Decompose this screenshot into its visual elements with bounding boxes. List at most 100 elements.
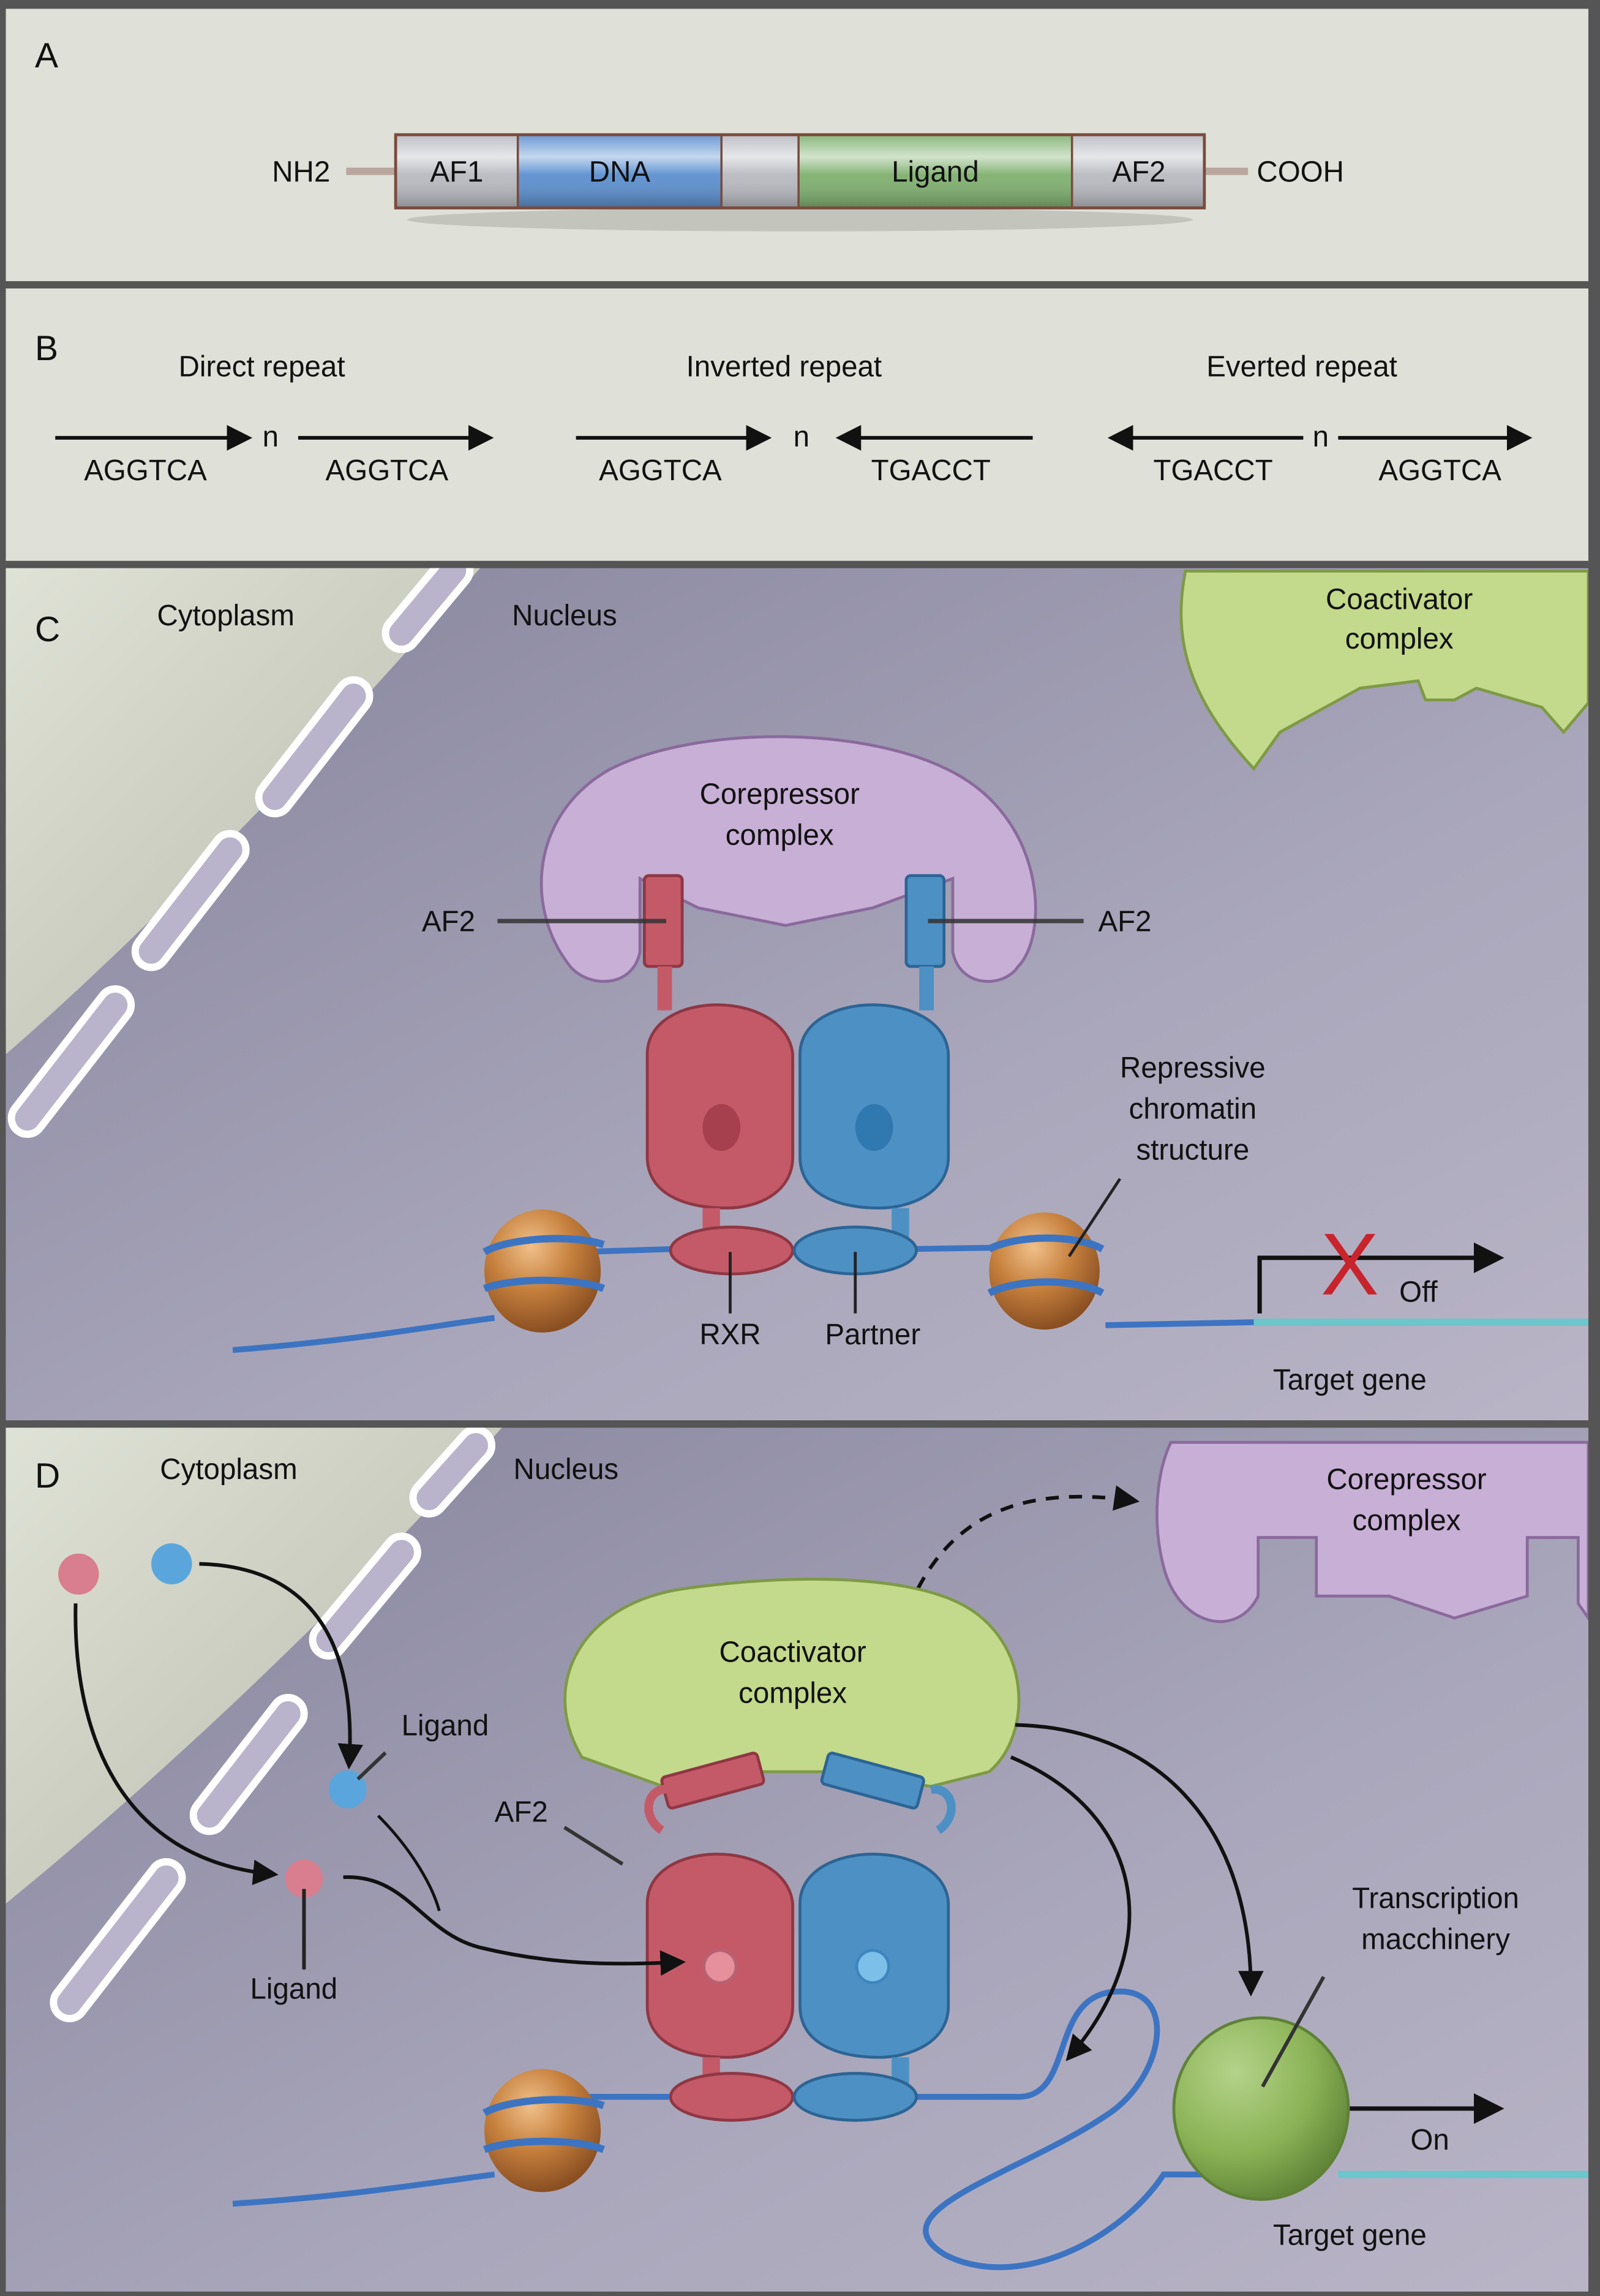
nucleus-label: Nucleus [512,600,617,632]
pink-ligand-import-arrow [73,1603,279,1886]
histone-right [987,1212,1105,1330]
everted-spacer-n: n [1313,421,1329,453]
partner-af2-helix-active [820,1752,925,1810]
transcription-label-line2: macchinery [1361,1923,1510,1955]
histone-left [483,1209,606,1333]
corepressor-label-line2: complex [726,819,834,851]
repressive-label-line1: Repressive [1120,1052,1266,1085]
domain-bar-shading [396,134,1204,208]
panel-d: D Cytoplasm Nucleus Corepressor complex … [6,1428,1588,2292]
panel-letter-d: D [35,1456,60,1496]
cooh-label: COOH [1256,156,1344,188]
blue-ligand-nucleus [328,1770,367,1809]
histone-d [483,2069,606,2192]
transcription-machinery [1172,2016,1350,2201]
direct-repeat-title: Direct repeat [179,350,345,383]
pink-ligand-nucleus [285,1859,323,1898]
partner-receptor [792,874,950,1276]
coactivator-label-line1: Coactivator [1326,583,1473,615]
af2-d-leader [563,1826,624,1866]
coactivator-d-label-line2: complex [738,1677,847,1710]
domain-bar-outline [394,133,1206,209]
ligand-upper-leader [356,1751,387,1781]
ligand-upper-label: Ligand [402,1709,489,1742]
corepressor-complex-released [1155,1440,1588,1624]
repressive-leader [1067,1178,1122,1257]
coactivator-d-label-line1: Coactivator [719,1636,866,1669]
direct-repeat: Direct repeat n AGGTCA AGGTCA [55,350,494,487]
cytoplasm-label-d: Cytoplasm [160,1453,297,1486]
corepressor-label-line1: Corepressor [700,778,860,810]
partner-label: Partner [825,1319,920,1351]
corepressor-release-arrow [916,1485,1140,1590]
partner-af2-linker-active [930,1785,956,1834]
coactivator-complex-unbound [1179,570,1588,772]
domain-label-ligand: Ligand [892,156,979,188]
dna-strand [232,1244,1254,1353]
blue-ligand-cytoplasm [151,1543,192,1585]
rxr-bound-ligand [702,1949,738,1984]
domain-label-dna: DNA [589,156,651,188]
dna-strand-looped [232,1988,1208,2270]
repressive-label-line3: structure [1136,1134,1249,1166]
domain-label-af2: AF2 [1112,156,1165,188]
coactivator-label-line2: complex [1345,623,1454,655]
direct-right-seq: AGGTCA [326,454,449,487]
inverted-repeat-title: Inverted repeat [686,350,882,383]
repressive-label-line2: chromatin [1129,1093,1257,1126]
corepressor-d-label-line2: complex [1353,1504,1461,1537]
af2-left-label: AF2 [422,906,475,938]
transcription-label-line1: Transcription [1352,1882,1519,1914]
nh2-label: NH2 [272,156,330,188]
panel-letter-b: B [35,329,58,368]
ligand-lower-label: Ligand [250,1973,338,2006]
panel-letter-a: A [35,36,59,75]
direct-spacer-n: n [263,421,279,453]
corepressor-d-label-line1: Corepressor [1326,1463,1486,1496]
ligand-binding-arrow [343,1875,686,1976]
rxr-label: RXR [699,1319,761,1351]
inverted-repeat: Inverted repeat n AGGTCA TGACCT [576,350,1033,487]
off-label: Off [1399,1276,1438,1308]
partner-bound-ligand [855,1949,890,1984]
af2-d-label: AF2 [495,1796,548,1828]
nucleus-label-d: Nucleus [514,1453,619,1486]
everted-repeat: Everted repeat n TGACCT AGGTCA [1107,350,1533,487]
receptor-shadow [407,208,1193,231]
pink-ligand-cytoplasm [58,1553,99,1595]
off-x-mark: X [1321,1216,1379,1314]
inverted-right-seq: TGACCT [871,454,991,487]
rxr-dbd-active [669,2072,794,2122]
rxr-ligand-pocket [702,1104,741,1151]
cytoplasm-label: Cytoplasm [157,600,295,632]
blue-ligand-import-arrow [199,1562,364,1770]
corepressor-complex-bound [539,735,1037,983]
panel-letter-c: C [35,610,60,649]
receptor-domain-bar: AF1 DNA Ligand AF2 [394,133,1206,209]
target-gene-label-c: Target gene [1273,1364,1427,1396]
partner-dbd-active [792,2072,918,2122]
on-label: On [1410,2124,1449,2156]
rxr-receptor [642,874,794,1276]
domain-label-af1: AF1 [430,156,483,188]
cytoplasm-region-d [6,1428,502,1904]
everted-repeat-title: Everted repeat [1206,350,1397,383]
rxr-receptor-active [644,1752,794,2122]
target-gene-label-d: Target gene [1273,2219,1427,2251]
nuclear-envelope-d [50,1428,495,2023]
rxr-af2-linker [657,966,672,1011]
panel-c: C Cytoplasm Nucleus Coactivator complex … [6,568,1588,1421]
panel-a: A NH2 COOH AF1 DNA Ligand AF2 [6,9,1588,282]
transcription-leader [1261,1976,1326,2088]
direct-left-seq: AGGTCA [84,454,207,487]
inverted-spacer-n: n [794,421,809,453]
panel-b: B Direct repeat n AGGTCA AGGTCA Inverted… [6,288,1588,561]
transcription-start-arrow [1257,1242,1504,1314]
partner-ligand-pocket [855,1104,893,1151]
ligand-binding-merge [377,1815,441,1911]
coactivator-complex-bound [563,1578,1021,1796]
partner-receptor-active [792,1752,956,2122]
everted-left-seq: TGACCT [1153,454,1272,487]
partner-af2-linker [919,966,934,1011]
nuclear-envelope [7,568,474,1139]
